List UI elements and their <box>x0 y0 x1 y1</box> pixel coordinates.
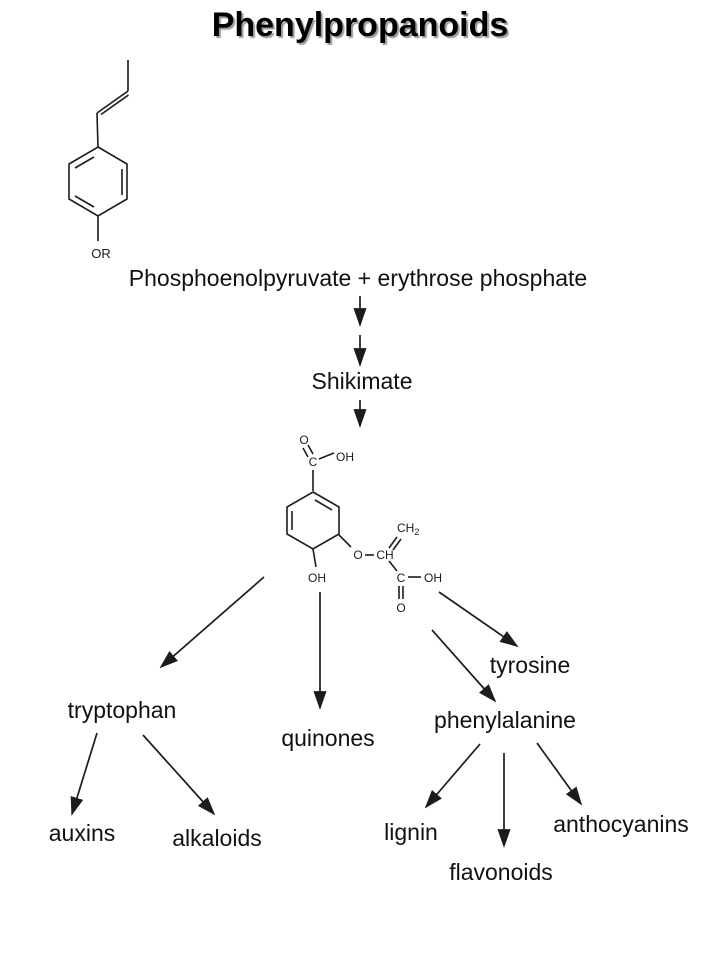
page-title: Phenylpropanoids <box>211 6 509 44</box>
chorismate-o-acid: O <box>396 601 405 615</box>
chorismate-o-ether: O <box>353 548 362 562</box>
arrow-to-lignin <box>424 743 481 809</box>
chorismate-c-carboxyl: C <box>309 455 318 469</box>
branch-arrows <box>159 576 519 710</box>
node-flavonoids: flavonoids <box>449 859 553 885</box>
chorismate-ch2: CH2 <box>397 521 419 537</box>
chorismate-o-carboxyl: O <box>299 433 308 447</box>
arrow-to-phenylalanine <box>431 629 497 703</box>
chorismate-oh-ring: OH <box>308 571 326 585</box>
node-alkaloids: alkaloids <box>172 825 262 851</box>
arrow-to-anthocyanins <box>536 742 583 806</box>
propenyl-phenol-structure: OR <box>68 60 129 261</box>
node-anthocyanins: anthocyanins <box>553 811 689 837</box>
chorismate-oh-acid: OH <box>424 571 442 585</box>
node-tyrosine: tyrosine <box>489 652 571 678</box>
chorismate-c-acid: C <box>397 571 406 585</box>
node-shikimate: Shikimate <box>311 368 413 394</box>
node-phenylalanine: phenylalanine <box>434 707 576 733</box>
node-auxins: auxins <box>48 820 116 846</box>
arrow-to-tryptophan <box>159 576 265 669</box>
node-pep: Phosphoenolpyruvate + erythrose phosphat… <box>128 265 588 291</box>
or-label: OR <box>91 246 111 261</box>
arrow-to-alkaloids <box>142 734 216 816</box>
arrow-to-tyrosine <box>438 591 519 648</box>
arrow-to-auxins <box>70 732 98 816</box>
chorismate-ch: CH <box>376 548 393 562</box>
tryptophan-arrows <box>70 732 216 816</box>
chorismate-oh-carboxyl: OH <box>336 450 354 464</box>
chorismate-structure: O C OH OH O CH CH2 C OH <box>286 433 442 615</box>
node-tryptophan: tryptophan <box>67 697 177 723</box>
node-quinones: quinones <box>281 725 375 751</box>
phenylalanine-arrows <box>424 742 583 848</box>
node-lignin: lignin <box>384 819 438 845</box>
